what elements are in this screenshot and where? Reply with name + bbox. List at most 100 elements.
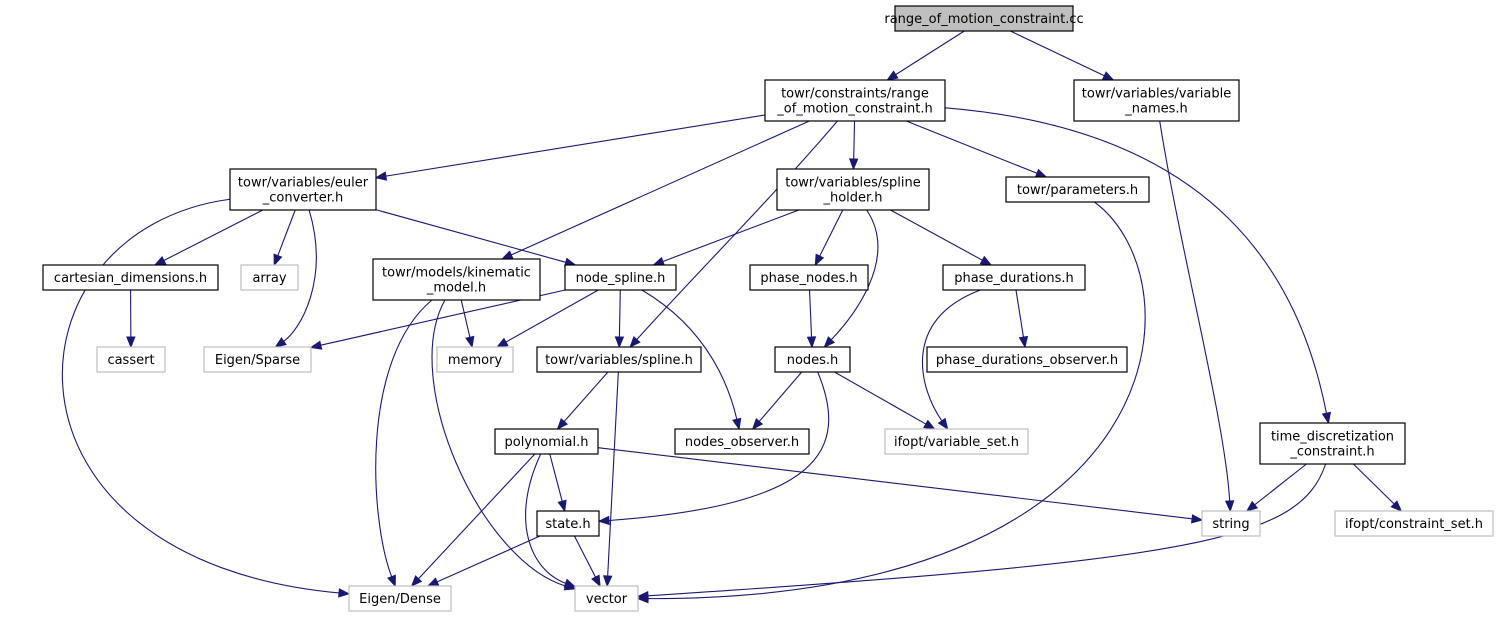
arrowhead-root-to-var_names xyxy=(1101,71,1115,81)
arrowhead-spline_holder-to-nodes_h xyxy=(823,336,836,348)
node-label: cassert xyxy=(107,353,154,368)
node-box xyxy=(348,585,452,612)
arrowhead-rom_h-to-parameters xyxy=(1034,168,1048,178)
arrowhead-spline_holder-to-phase_nodes xyxy=(814,253,825,267)
node-box xyxy=(536,346,702,373)
node-label: _model.h xyxy=(426,281,486,296)
node-box xyxy=(96,346,166,373)
arrowhead-root-to-rom_h xyxy=(886,70,899,81)
node-kinematic[interactable]: towr/models/kinematic_model.h xyxy=(372,258,541,301)
arrowhead-node_spline-to-memory xyxy=(496,337,509,348)
node-label: towr/constraints/range xyxy=(781,87,929,102)
arrowhead-time_disc-to-constraint_set xyxy=(1390,500,1403,512)
node-spline-h[interactable]: towr/variables/spline.h xyxy=(536,346,702,373)
node-box xyxy=(674,428,810,455)
node-box xyxy=(774,346,851,373)
arrowhead-var_names-to-string xyxy=(1224,500,1235,513)
edge-rom_h-to-kinematic xyxy=(511,120,810,256)
arrowhead-polynomial-to-string xyxy=(1191,514,1204,524)
graph-edges xyxy=(61,30,1403,604)
arrowhead-rom_h-to-euler xyxy=(374,171,388,181)
arrowhead-polynomial-to-state xyxy=(557,499,567,513)
edge-nodes_h-to-nodes_obs xyxy=(758,371,803,422)
node-euler[interactable]: towr/variables/euler_converter.h xyxy=(229,168,377,211)
node-box xyxy=(764,79,946,122)
node-label: _holder.h xyxy=(822,191,882,206)
arrowhead-kinematic-to-eigen_dense xyxy=(387,574,396,588)
node-string: string xyxy=(1201,510,1261,537)
node-phase-dur-obs[interactable]: phase_durations_observer.h xyxy=(926,346,1128,373)
node-box xyxy=(1259,422,1406,465)
arrowhead-phase_nodes-to-nodes_h xyxy=(806,336,817,349)
node-label: ifopt/constraint_set.h xyxy=(1345,517,1483,532)
edge-polynomial-to-eigen_dense xyxy=(418,453,536,580)
arrowhead-state-to-eigen_dense xyxy=(426,577,440,587)
node-box xyxy=(776,168,930,211)
edge-kinematic-to-vector xyxy=(431,299,566,587)
node-spline-holder[interactable]: towr/variables/spline_holder.h xyxy=(776,168,930,211)
node-label: vector xyxy=(586,592,628,607)
edge-spline_holder-to-node_spline xyxy=(662,209,800,262)
arrowhead-euler-to-array xyxy=(273,253,283,267)
node-constraint-set: ifopt/constraint_set.h xyxy=(1334,510,1494,537)
edge-time_disc-to-vector xyxy=(647,463,1327,597)
node-box xyxy=(894,5,1074,32)
node-label: towr/models/kinematic xyxy=(382,266,531,281)
node-box xyxy=(564,264,677,291)
node-nodes-obs[interactable]: nodes_observer.h xyxy=(674,428,810,455)
node-label: towr/variables/variable xyxy=(1082,87,1231,102)
node-box xyxy=(749,264,869,291)
arrowhead-node_spline-to-spline_h xyxy=(614,336,625,349)
node-label: _of_motion_constraint.h xyxy=(776,102,932,117)
arrowhead-euler-to-eigen_sparse xyxy=(274,337,287,348)
node-box xyxy=(372,258,541,301)
node-time-disc[interactable]: time_discretization_constraint.h xyxy=(1259,422,1406,465)
node-vector: vector xyxy=(574,585,639,612)
node-label: nodes.h xyxy=(787,353,839,368)
arrowhead-rom_h-to-spline_holder xyxy=(848,158,859,171)
node-cart-dims[interactable]: cartesian_dimensions.h xyxy=(42,264,219,291)
edge-rom_h-to-spline_h xyxy=(636,120,838,340)
edge-var_names-to-string xyxy=(1159,120,1231,502)
node-parameters[interactable]: towr/parameters.h xyxy=(1005,176,1150,203)
edge-phase_nodes-to-nodes_h xyxy=(808,289,813,338)
arrowhead-nodes_h-to-var_set xyxy=(923,419,936,430)
node-label: ifopt/variable_set.h xyxy=(894,435,1019,450)
edge-kinematic-to-memory xyxy=(460,299,471,338)
node-root[interactable]: range_of_motion_constraint.cc xyxy=(884,5,1084,32)
node-var-set: ifopt/variable_set.h xyxy=(884,428,1029,455)
node-phase-dur[interactable]: phase_durations.h xyxy=(942,264,1086,291)
arrowhead-cart_dims-to-cassert xyxy=(126,336,136,349)
node-var-names[interactable]: towr/variables/variable_names.h xyxy=(1073,79,1240,122)
node-label: array xyxy=(252,271,286,286)
node-array: array xyxy=(240,264,299,291)
node-nodes-h[interactable]: nodes.h xyxy=(774,346,851,373)
edge-node_spline-to-memory xyxy=(505,289,599,343)
node-rom-h[interactable]: towr/constraints/range_of_motion_constra… xyxy=(764,79,946,122)
node-node-spline[interactable]: node_spline.h xyxy=(564,264,677,291)
edge-rom_h-to-spline_holder xyxy=(853,120,856,160)
node-label: polynomial.h xyxy=(505,435,589,450)
node-phase-nodes[interactable]: phase_nodes.h xyxy=(749,264,869,291)
edge-polynomial-to-string xyxy=(597,447,1193,520)
node-box xyxy=(926,346,1128,373)
arrowhead-polynomial-to-vector xyxy=(563,578,577,588)
node-label: state.h xyxy=(545,517,590,532)
node-box xyxy=(536,510,600,537)
edge-phase_dur-to-var_set xyxy=(921,289,981,422)
node-state[interactable]: state.h xyxy=(536,510,600,537)
node-box xyxy=(494,428,599,455)
edge-spline_h-to-vector xyxy=(607,371,619,577)
node-box xyxy=(240,264,299,291)
edge-rom_h-to-time_disc xyxy=(944,107,1328,414)
edge-euler-to-eigen_dense xyxy=(61,198,340,594)
node-label: node_spline.h xyxy=(576,271,666,286)
node-polynomial[interactable]: polynomial.h xyxy=(494,428,599,455)
edge-parameters-to-vector xyxy=(647,201,1146,600)
arrowhead-euler-to-cart_dims xyxy=(153,256,167,266)
node-box xyxy=(436,346,514,373)
edge-time_disc-to-string xyxy=(1254,463,1307,506)
edge-euler-to-node_spline xyxy=(375,209,566,263)
node-label: cartesian_dimensions.h xyxy=(54,271,207,286)
edge-euler-to-eigen_sparse xyxy=(283,209,317,342)
